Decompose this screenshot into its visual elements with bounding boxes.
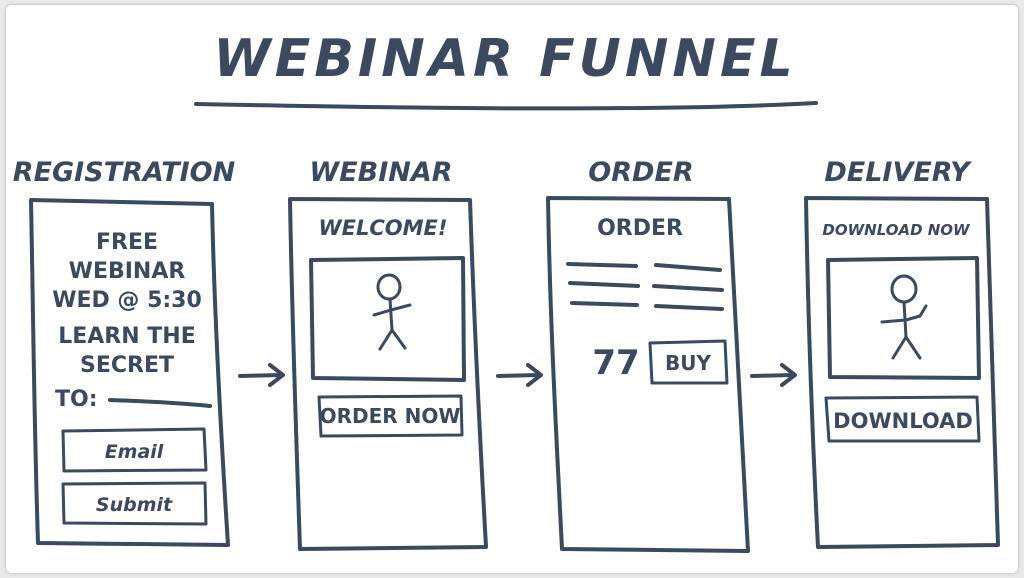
webinar-welcome: WELCOME! xyxy=(319,216,448,240)
arrow-right-icon xyxy=(496,363,543,387)
page-title: WEBINAR FUNNEL xyxy=(213,29,796,89)
stick-figure-icon xyxy=(372,273,412,351)
order-page-title: ORDER xyxy=(597,216,683,241)
order-price: 77 xyxy=(592,343,639,383)
title-underline xyxy=(194,101,818,111)
webinar-page: WELCOME! ORDER NOW xyxy=(288,197,488,551)
delivery-page: DOWNLOAD NOW DOWNLOAD xyxy=(804,196,1000,549)
registration-page-frame xyxy=(29,198,230,547)
reg-line-secret: SECRET xyxy=(80,353,174,378)
email-button[interactable]: Email xyxy=(61,427,208,473)
reg-line-webinar: WEBINAR xyxy=(69,259,186,284)
stick-figure-icon xyxy=(880,274,928,360)
delivery-top-label: DOWNLOAD NOW xyxy=(822,221,971,239)
webinar-page-frame xyxy=(288,197,488,551)
order-text-lines xyxy=(566,262,724,311)
email-button-label: Email xyxy=(105,441,164,463)
delivery-page-frame xyxy=(804,196,1000,549)
reg-line-free: FREE xyxy=(96,230,158,255)
buy-button-label: BUY xyxy=(665,351,711,375)
submit-button-label: Submit xyxy=(96,494,173,516)
download-button-label: DOWNLOAD xyxy=(833,409,973,433)
heading-delivery: DELIVERY xyxy=(824,157,972,188)
reg-blank-line xyxy=(108,398,212,408)
order-page-frame xyxy=(546,196,750,553)
buy-button[interactable]: BUY xyxy=(648,339,729,385)
canvas-card xyxy=(6,5,1018,573)
order-page: ORDER 77 BUY xyxy=(546,196,750,553)
order-now-button-label: ORDER NOW xyxy=(320,404,461,428)
heading-order: ORDER xyxy=(588,157,693,188)
reg-line-to: TO: xyxy=(55,387,98,412)
arrow-right-icon xyxy=(750,363,797,387)
download-button[interactable]: DOWNLOAD xyxy=(824,395,981,443)
registration-page: FREE WEBINAR WED @ 5:30 LEARN THE SECRET… xyxy=(29,198,230,547)
order-now-button[interactable]: ORDER NOW xyxy=(317,394,464,438)
webinar-video-frame xyxy=(309,256,466,382)
heading-registration: REGISTRATION xyxy=(13,157,236,188)
submit-button[interactable]: Submit xyxy=(61,481,208,526)
reg-line-date: WED @ 5:30 xyxy=(52,288,202,313)
arrow-right-icon xyxy=(238,363,285,387)
heading-webinar: WEBINAR xyxy=(309,157,452,188)
reg-line-learn: LEARN THE xyxy=(58,324,196,349)
delivery-video-frame xyxy=(826,256,981,380)
